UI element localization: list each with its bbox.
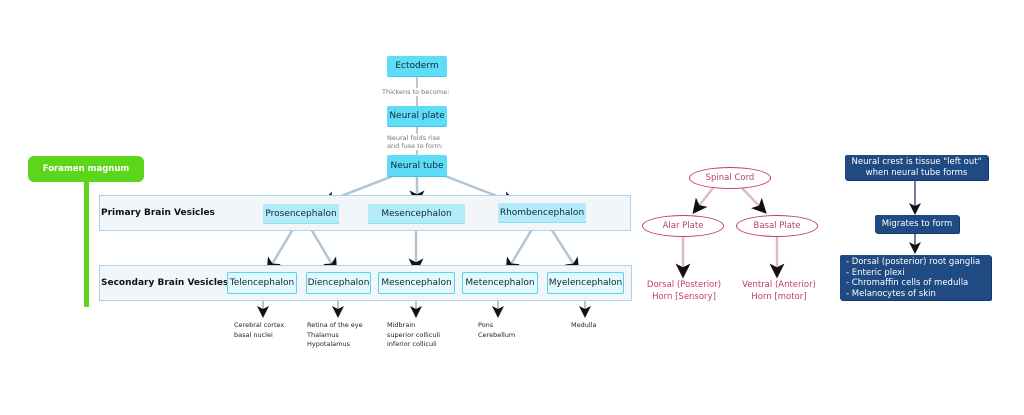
note-neural-folds: Neural folds rise and fuse to form: (387, 134, 444, 150)
arrow-pros-tel (266, 223, 298, 274)
note-neural-folds-line2: and fuse to form: (387, 142, 444, 150)
neural-plate-node[interactable]: Neural plate (387, 106, 447, 126)
primary-vesicles-label: Primary Brain Vesicles (101, 208, 215, 218)
secondary-node-metencephalon[interactable]: Metencephalon (462, 272, 538, 294)
arrow-spinal-alar (692, 187, 714, 214)
ectoderm-node[interactable]: Ectoderm (387, 56, 447, 76)
secondary-label-telencephalon: Telencephalon (229, 278, 295, 288)
ventral-horn-line1: Ventral (Anterior) (742, 280, 816, 290)
crest-derivative-item: - Melanocytes of skin (846, 288, 936, 299)
migrates-node[interactable]: Migrates to form (875, 215, 959, 233)
alar-plate-node[interactable]: Alar Plate (642, 215, 724, 237)
neural-tube-label: Neural tube (390, 160, 444, 171)
dorsal-horn-line1: Dorsal (Posterior) (646, 280, 722, 290)
foramen-magnum-label: Foramen magnum (42, 164, 130, 174)
primary-label-prosencephalon: Prosencephalon (265, 208, 337, 219)
neural-crest-line2: when neural tube forms (865, 167, 968, 178)
secondary-label-diencephalon: Diencephalon (307, 278, 370, 288)
note-thickens: Thickens to become: (381, 88, 451, 96)
alar-plate-label: Alar Plate (662, 221, 704, 231)
ventral-horn-text: Ventral (Anterior) Horn [motor] (735, 279, 823, 303)
primary-node-mesencephalon[interactable]: Mesencephalon (368, 204, 465, 224)
ventral-horn-line2: Horn [motor] (751, 292, 807, 302)
secondary-label-myelencephalon: Myelencephalon (548, 278, 623, 288)
migrates-label: Migrates to form (881, 218, 953, 229)
arrow-spinal-basal (741, 187, 767, 214)
derivative-metencephalon: Pons Cerebellum (478, 321, 516, 339)
neural-crest-line1: Neural crest is tissue "left out" (851, 157, 982, 167)
primary-label-mesencephalon: Mesencephalon (381, 208, 452, 219)
spinal-cord-label: Spinal Cord (705, 173, 755, 183)
dorsal-horn-text: Dorsal (Posterior) Horn [Sensory] (640, 279, 728, 303)
note-neural-folds-line1: Neural folds rise (387, 134, 441, 142)
secondary-node-myelencephalon[interactable]: Myelencephalon (547, 272, 624, 294)
arrow-pros-di (306, 223, 338, 274)
secondary-node-mesencephalon[interactable]: Mesencephalon (378, 272, 455, 294)
secondary-vesicles-label: Secondary Brain Vesicles (101, 278, 229, 288)
basal-plate-node[interactable]: Basal Plate (736, 215, 818, 237)
derivative-myelencephalon: Medulla (571, 321, 597, 329)
arrow-rhomb-myel (546, 223, 580, 274)
crest-derivative-item: - Enteric plexi (846, 267, 905, 278)
neural-plate-label: Neural plate (389, 111, 445, 121)
primary-node-prosencephalon[interactable]: Prosencephalon (263, 204, 339, 224)
neural-crest-node[interactable]: Neural crest is tissue "left out" when n… (845, 155, 988, 180)
neural-tube-node[interactable]: Neural tube (387, 155, 447, 176)
dorsal-horn-line2: Horn [Sensory] (652, 292, 716, 302)
primary-node-rhombencephalon[interactable]: Rhombencephalon (498, 203, 586, 223)
secondary-label-metencephalon: Metencephalon (465, 278, 535, 288)
basal-plate-label: Basal Plate (753, 221, 801, 231)
foramen-magnum-node[interactable]: Foramen magnum (28, 156, 144, 182)
arrow-rhomb-met (505, 223, 537, 274)
derivative-mesencephalon: Midbrain superior colliculi inferior col… (387, 321, 441, 348)
foramen-magnum-bar (84, 182, 89, 307)
derivative-diencephalon: Retina of the eye Thalamus Hypotalamus (307, 321, 363, 348)
crest-derivative-item: - Chromaffin cells of medulla (846, 278, 969, 288)
derivative-telencephalon: Cerebral cortex basal nuclei (234, 321, 285, 339)
secondary-node-telencephalon[interactable]: Telencephalon (227, 272, 297, 294)
crest-derivatives-node[interactable]: - Dorsal (posterior) root ganglia - Ente… (840, 255, 991, 300)
spinal-cord-node[interactable]: Spinal Cord (689, 167, 771, 189)
crest-derivative-item: - Dorsal (posterior) root ganglia (846, 257, 981, 267)
secondary-node-diencephalon[interactable]: Diencephalon (306, 272, 371, 294)
primary-label-rhombencephalon: Rhombencephalon (499, 207, 585, 218)
secondary-label-mesencephalon: Mesencephalon (381, 278, 452, 288)
ectoderm-label: Ectoderm (395, 61, 439, 71)
